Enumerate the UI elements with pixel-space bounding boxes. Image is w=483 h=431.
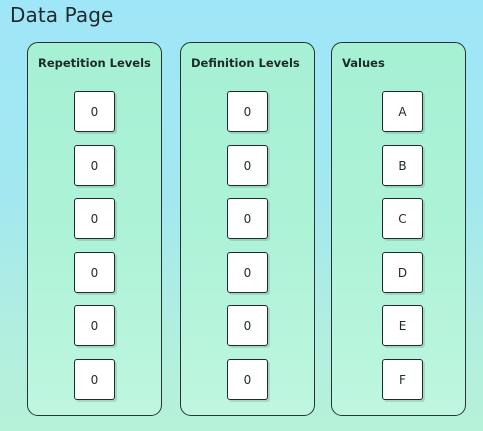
cell-box: 0 xyxy=(227,198,268,239)
cell-box: 0 xyxy=(74,359,115,400)
cell-box: 0 xyxy=(227,252,268,293)
repetition-levels-column: Repetition Levels 0 0 0 0 0 0 xyxy=(27,42,162,416)
data-page-columns: Repetition Levels 0 0 0 0 0 0 Definition Leve… xyxy=(27,42,469,418)
cell-box: C xyxy=(382,198,423,239)
definition-levels-column: Definition Levels 0 0 0 0 0 0 xyxy=(180,42,315,416)
cell-box: D xyxy=(382,252,423,293)
cell-box: A xyxy=(382,91,423,132)
cell-box: E xyxy=(382,305,423,346)
cell-box: 0 xyxy=(227,91,268,132)
cell-box: 0 xyxy=(227,305,268,346)
cell-box: 0 xyxy=(74,145,115,186)
column-header: Values xyxy=(342,56,385,70)
cell-box: 0 xyxy=(74,91,115,132)
column-header: Repetition Levels xyxy=(38,56,151,70)
cell-box: 0 xyxy=(74,252,115,293)
cell-box: 0 xyxy=(227,359,268,400)
cell-box: B xyxy=(382,145,423,186)
cell-box: 0 xyxy=(74,305,115,346)
page-title: Data Page xyxy=(10,3,114,27)
column-header: Definition Levels xyxy=(191,56,300,70)
cell-box: 0 xyxy=(74,198,115,239)
cell-box: 0 xyxy=(227,145,268,186)
cell-box: F xyxy=(382,359,423,400)
